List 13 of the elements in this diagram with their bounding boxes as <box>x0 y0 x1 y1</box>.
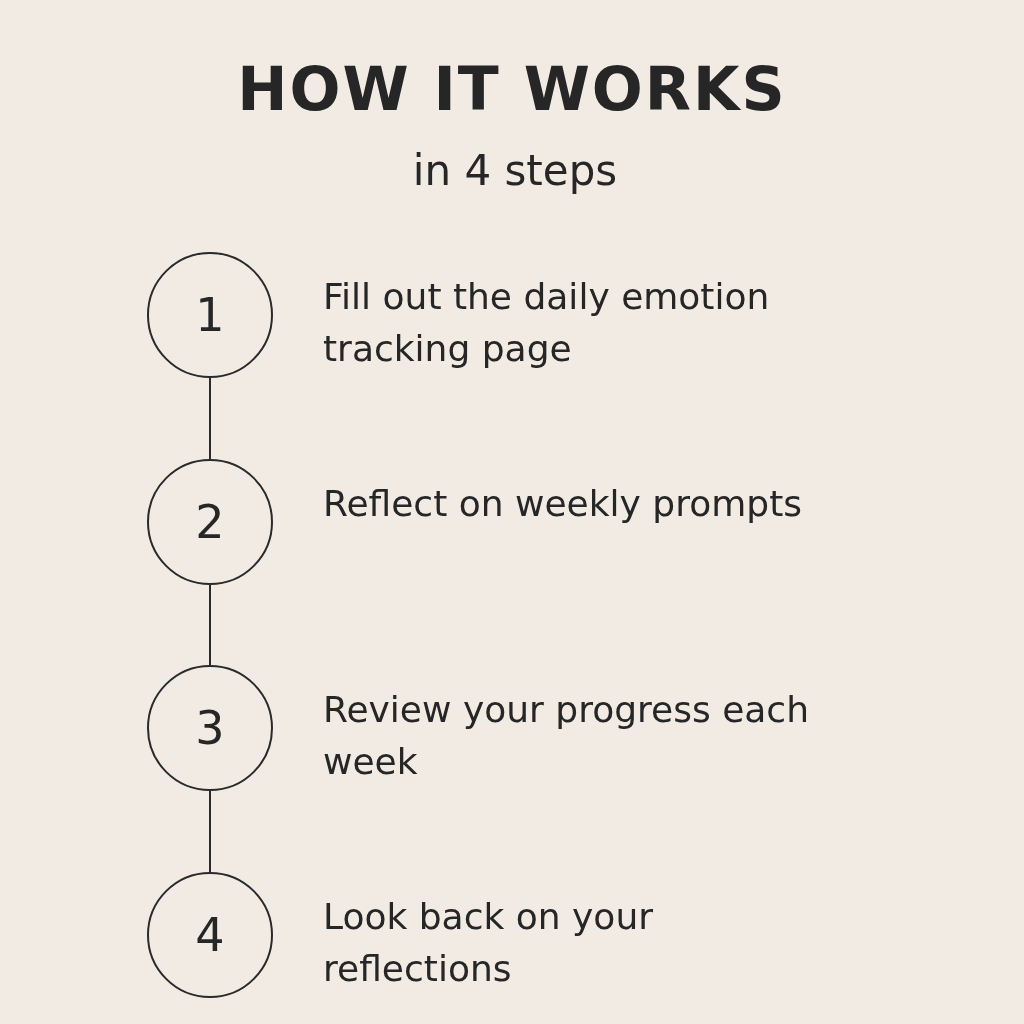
step-number: 1 <box>195 292 225 338</box>
connector-line <box>209 790 211 873</box>
step-description: Fill out the daily emotion tracking page <box>323 275 771 371</box>
step-description: Review your progress each week <box>323 688 810 784</box>
connector-line <box>209 377 211 460</box>
connector-line <box>209 584 211 666</box>
title: HOW IT WORKS <box>236 54 788 124</box>
step-number: 2 <box>195 499 225 545</box>
subtitle: in 4 steps <box>411 146 619 195</box>
step-number: 4 <box>195 912 225 958</box>
step-description: Look back on your reflections <box>323 895 654 991</box>
step-description: Reflect on weekly prompts <box>323 482 804 526</box>
step-number: 3 <box>195 705 225 751</box>
